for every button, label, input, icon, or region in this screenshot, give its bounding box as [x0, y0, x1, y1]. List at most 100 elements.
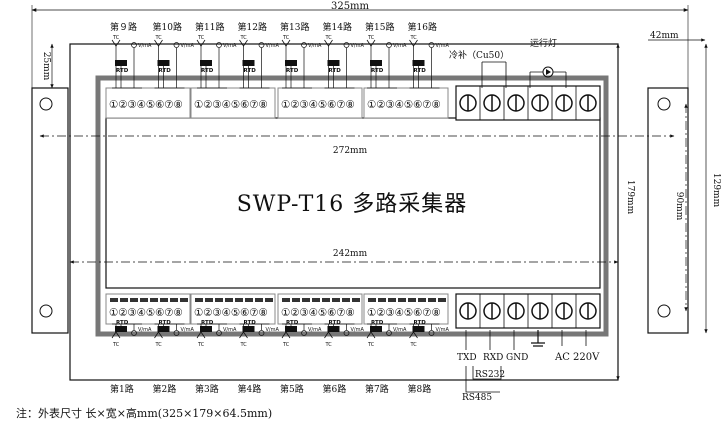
tc-label: TC	[197, 35, 205, 41]
terminal-numbers: ①②③④⑤⑥⑦⑧	[281, 99, 355, 111]
tc-label: TC	[240, 342, 248, 348]
terminal-slot	[205, 298, 213, 302]
source-icon	[131, 330, 137, 336]
terminal-slot	[312, 298, 320, 302]
rtd-label: RTD	[371, 320, 384, 326]
terminal-slot	[398, 298, 406, 302]
dim-inner-width: 242mm	[333, 249, 368, 259]
dim-side-width: 42mm	[650, 31, 679, 41]
cold-junction-leads	[481, 61, 507, 88]
rtd-resistor-icon	[242, 326, 255, 332]
channel-label: 第11路	[195, 21, 224, 33]
vma-label: V/mA	[181, 43, 195, 49]
channel-label: 第９路	[110, 21, 137, 33]
terminal-numbers: ①②③④⑤⑥⑦⑧	[194, 307, 268, 319]
rtd-resistor-icon	[157, 60, 170, 66]
rtd-label: RTD	[329, 68, 342, 74]
channel-label: 第5路	[280, 383, 304, 395]
tc-label: TC	[325, 342, 333, 348]
terminal-slot	[110, 298, 118, 302]
terminal-slot	[215, 298, 223, 302]
channel-label: 第2路	[153, 383, 177, 395]
terminal-slot	[438, 298, 446, 302]
terminal-numbers: ①②③④⑤⑥⑦⑧	[194, 99, 268, 111]
channel-label: 第8路	[408, 383, 432, 395]
ground-icon	[531, 330, 545, 347]
tc-label: TC	[155, 342, 163, 348]
rtd-label: RTD	[201, 68, 214, 74]
sensor-leads	[243, 46, 262, 88]
rtd-label: RTD	[159, 320, 172, 326]
source-icon	[258, 330, 265, 336]
rtd-label: RTD	[414, 68, 427, 74]
channel-label: 第3路	[195, 383, 219, 395]
rtd-resistor-icon	[200, 60, 212, 66]
signal-leads	[465, 330, 515, 350]
rtd-label: RTD	[371, 68, 384, 74]
terminal-slot	[368, 298, 376, 302]
terminal-slot	[150, 298, 158, 302]
terminal-slot	[342, 298, 350, 302]
vma-label: V/mA	[393, 43, 407, 49]
sensor-leads	[328, 46, 347, 88]
source-icon	[428, 42, 435, 48]
vma-label: V/mA	[181, 327, 195, 333]
right-flange	[647, 87, 689, 334]
tc-label: TC	[410, 35, 418, 41]
tc-label: TC	[282, 342, 290, 348]
terminal-block	[105, 87, 191, 119]
rtd-resistor-icon	[327, 60, 340, 66]
terminal-slot	[255, 298, 263, 302]
tc-label: TC	[282, 35, 290, 41]
source-icon	[428, 330, 435, 336]
vma-label: V/mA	[138, 327, 152, 333]
vma-label: V/mA	[266, 43, 280, 49]
ac-leads	[561, 330, 587, 346]
rtd-label: RTD	[414, 320, 427, 326]
bottom-sensor-symbols: TCV/mARTDTCV/mARTDTCV/mARTDTCV/mARTDTCV/…	[111, 320, 449, 348]
source-icon	[343, 42, 350, 48]
source-icon	[173, 330, 180, 336]
vma-label: V/mA	[308, 43, 322, 49]
sensor-leads	[200, 46, 220, 88]
source-icon	[386, 330, 392, 336]
sensor-leads	[115, 46, 135, 88]
terminal-slot	[378, 298, 386, 302]
vma-label: V/mA	[308, 327, 322, 333]
ac-power-label: AC 220V	[554, 352, 600, 363]
terminal-block	[277, 87, 363, 119]
terminal-numbers: ①②③④⑤⑥⑦⑧	[281, 307, 355, 319]
bottom-screw-terminals	[455, 293, 601, 329]
rtd-resistor-icon	[115, 60, 127, 66]
rtd-resistor-icon	[242, 60, 255, 66]
run-light-icon	[546, 69, 551, 75]
terminal-slot	[195, 298, 203, 302]
run-light-leads	[529, 71, 567, 88]
tc-label: TC	[240, 35, 248, 41]
channel-label: 第4路	[238, 383, 262, 395]
source-icon	[386, 42, 392, 48]
terminal-slot	[352, 298, 360, 302]
rtd-resistor-icon	[285, 60, 297, 66]
size-note: 注：外表尺寸 长×宽×高mm(325×179×64.5mm)	[16, 406, 272, 420]
rs485-bracket	[465, 366, 500, 393]
device-title: SWP-T16 多路采集器	[237, 192, 468, 217]
source-icon	[173, 42, 180, 48]
rtd-label: RTD	[244, 320, 257, 326]
tc-label: TC	[367, 342, 375, 348]
dim-mount-height: 129mm	[711, 173, 721, 208]
rtd-label: RTD	[159, 68, 172, 74]
rtd-resistor-icon	[370, 326, 382, 332]
terminal-slot	[130, 298, 138, 302]
mount-hole	[657, 97, 671, 111]
vma-label: V/mA	[436, 43, 450, 49]
source-icon	[301, 42, 307, 48]
sensor-leads	[285, 46, 305, 88]
rtd-label: RTD	[116, 320, 129, 326]
rtd-resistor-icon	[285, 326, 297, 332]
dim-hole-spacing: 90mm	[674, 192, 684, 221]
channel-label: 第6路	[323, 383, 347, 395]
channel-label: 第1路	[110, 383, 134, 395]
